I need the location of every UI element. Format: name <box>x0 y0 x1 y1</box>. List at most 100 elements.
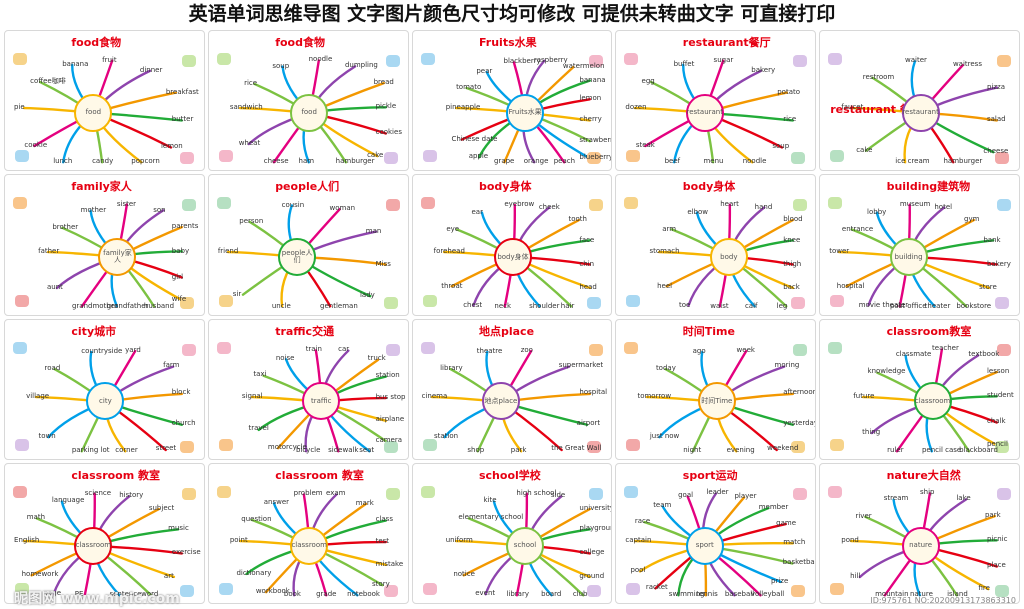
vocab-word: strawberry <box>579 136 611 145</box>
vocab-word: sentence <box>109 590 142 598</box>
hub-label: traffic <box>310 396 332 405</box>
vocab-word: menu <box>703 157 724 166</box>
vocab-word: beef <box>664 157 681 166</box>
tile-title: food食物 <box>275 36 325 49</box>
illustration-image <box>218 150 233 163</box>
vocab-word: yard <box>125 345 141 354</box>
vocab-word: movie theater <box>858 300 909 309</box>
illustration-image <box>15 583 29 595</box>
hub-label: Fruits水果 <box>508 108 542 117</box>
illustration-image <box>791 152 806 165</box>
vocab-word: airport <box>576 419 601 428</box>
vocab-word: dumpling <box>344 61 378 70</box>
vocab-word: answer <box>263 498 290 507</box>
vocab-word: word <box>141 590 159 598</box>
hub-node: food <box>74 93 113 132</box>
vocab-word: arm <box>662 224 677 233</box>
tile-title: restaurant餐厅 <box>682 36 771 49</box>
hub-node: classroom <box>74 526 113 565</box>
vocab-word: English <box>14 535 40 544</box>
vocab-word: sandwich <box>229 103 263 112</box>
vocab-word: picnic <box>986 535 1008 544</box>
illustration-image <box>218 583 233 595</box>
vocab-word: girl <box>171 272 184 281</box>
vocab-word: test <box>375 536 390 545</box>
vocab-word: match <box>783 538 806 547</box>
vocab-word: thing <box>862 427 881 436</box>
illustration-image <box>385 487 400 500</box>
vocab-word: friend <box>217 247 239 256</box>
vocab-word: faucet <box>841 103 864 112</box>
vocab-word: hospital <box>836 281 865 290</box>
vocab-word: game <box>776 518 797 527</box>
illustration-image <box>996 55 1011 67</box>
vocab-word: uniform <box>445 535 473 544</box>
illustration-image <box>828 197 843 210</box>
vocab-word: university <box>579 503 613 512</box>
illustration-image <box>13 341 27 354</box>
vocab-word: cake <box>367 151 384 160</box>
vocab-word: history <box>119 491 144 500</box>
illustration-image <box>422 438 437 451</box>
illustration-image <box>216 341 231 354</box>
illustration-image <box>587 296 602 309</box>
hub-label: school <box>513 541 537 550</box>
vocab-word: bank <box>983 235 1001 244</box>
vocab-word: subject <box>148 503 175 512</box>
vocab-word: airplane <box>375 415 405 424</box>
hub-label: classroom <box>914 396 951 405</box>
vocab-word: watermelon <box>562 62 605 71</box>
vocab-word: evening <box>726 445 755 454</box>
vocab-word: cinema <box>421 391 448 400</box>
vocab-word: calf <box>744 301 758 310</box>
tile-title: classroom教室 <box>886 324 972 338</box>
vocab-word: corner <box>115 445 138 454</box>
vocab-word: elementary school <box>458 513 524 522</box>
vocab-word: bakery <box>751 65 776 74</box>
vocab-word: homework <box>21 570 59 579</box>
vocab-word: potato <box>777 87 801 96</box>
vocab-word: sugar <box>713 55 734 64</box>
vocab-word: side <box>550 491 566 500</box>
vocab-word: the Great Wall <box>551 444 602 453</box>
vocab-word: egg <box>641 77 655 86</box>
vocab-word: notebook <box>347 590 380 598</box>
tile-title: food食物 <box>71 36 122 49</box>
vocab-word: pineapple <box>445 103 481 112</box>
vocab-word: dinner <box>139 65 163 74</box>
vocab-word: mother <box>80 205 107 214</box>
vocab-word: tooth <box>568 215 587 224</box>
vocab-word: tomorrow <box>637 391 672 400</box>
vocab-word: afternoon <box>783 388 817 397</box>
hub-node: Fruits水果 <box>506 93 545 132</box>
vocab-word: elbow <box>687 207 709 216</box>
vocab-word: knee <box>783 235 801 244</box>
vocab-word: park <box>510 445 527 454</box>
hub-label: body <box>720 252 738 261</box>
vocab-word: PE <box>74 590 84 598</box>
vocab-word: wheat <box>238 139 261 148</box>
vocab-word: lobby <box>867 207 887 216</box>
vocab-word: post office <box>889 301 927 310</box>
vocab-word: race <box>634 516 651 525</box>
vocab-word: toe <box>679 300 691 309</box>
vocab-word: back <box>783 283 800 292</box>
illustration-image <box>626 150 641 163</box>
vocab-word: cheese <box>983 147 1009 156</box>
vocab-word: banana <box>579 75 606 84</box>
vocab-word: textbook <box>968 349 1000 358</box>
vocab-word: road <box>44 363 61 372</box>
vocab-word: rice <box>244 78 258 87</box>
illustration-image <box>996 199 1011 212</box>
vocab-word: place <box>986 561 1006 570</box>
vocab-word: art <box>163 571 174 580</box>
vocab-word: night <box>683 445 702 454</box>
vocab-word: blackboard <box>959 445 998 454</box>
vocab-word: member <box>758 502 789 511</box>
illustration-image <box>793 343 808 356</box>
vocab-word: cheese <box>263 157 289 166</box>
